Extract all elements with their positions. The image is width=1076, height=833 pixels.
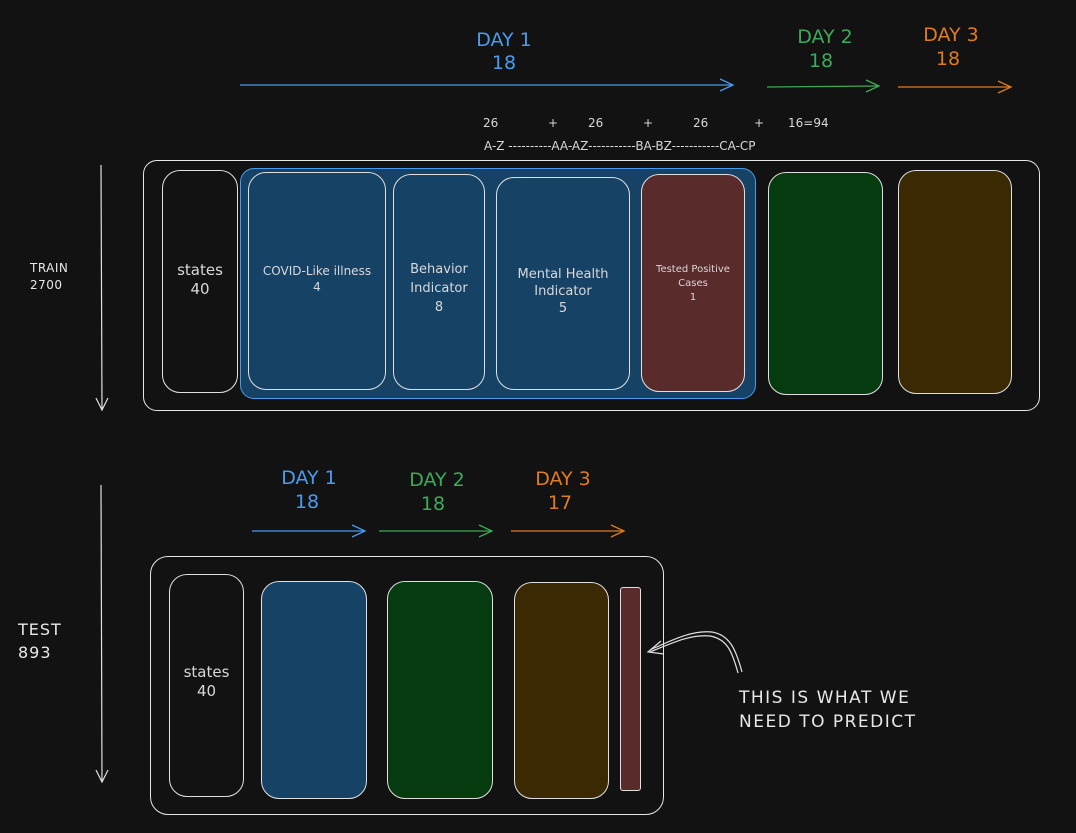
- mental-count: 5: [558, 301, 568, 316]
- test-day2-count: 18: [420, 493, 446, 515]
- column-ranges: A-Z ----------AA-AZ-----------BA-BZ-----…: [484, 139, 756, 153]
- predict-annotation-line1: THIS IS WHAT WE: [739, 688, 911, 708]
- train-day1-count: 18: [491, 52, 517, 74]
- mental-health-box: Mental Health Indicator 5: [496, 177, 630, 390]
- test-states-count: 40: [196, 682, 217, 700]
- train-day2-box: [768, 172, 883, 395]
- test-day1-label: DAY 1: [281, 467, 337, 489]
- test-states-label: states: [183, 663, 230, 681]
- test-label: TEST 893: [18, 618, 62, 664]
- col-plus-3: +: [754, 116, 765, 130]
- predict-annotation-line2: NEED TO PREDICT: [739, 712, 917, 732]
- train-row-count: 2700: [30, 278, 63, 292]
- test-day1-box: [261, 581, 367, 799]
- train-day3-box: [898, 170, 1012, 394]
- behavior-indicator-box: Behavior Indicator 8: [393, 174, 485, 390]
- col-count-3: 26: [693, 116, 709, 130]
- train-day2-count: 18: [808, 50, 834, 72]
- behavior-label-1: Behavior: [410, 262, 468, 277]
- test-down-arrow: [95, 484, 109, 784]
- covid-illness-label: COVID-Like illness: [262, 264, 372, 278]
- col-count-2: 26: [588, 116, 604, 130]
- train-down-arrow: [95, 164, 109, 412]
- train-states-label: states: [177, 261, 223, 279]
- tested-label-1: Tested Positive: [656, 264, 730, 275]
- train-label-text: TRAIN: [30, 261, 69, 275]
- train-states-box: states 40: [162, 170, 238, 393]
- train-day2-label: DAY 2: [797, 26, 853, 48]
- covid-illness-count: 4: [313, 280, 321, 294]
- prediction-target-box: [620, 587, 641, 791]
- tested-positive-box: Tested Positive Cases 1: [641, 174, 745, 392]
- col-plus-1: +: [548, 116, 559, 130]
- test-day3-arrow: [511, 524, 626, 538]
- covid-illness-box: COVID-Like illness 4: [248, 172, 386, 390]
- test-label-text: TEST: [18, 620, 62, 639]
- test-day3-box: [514, 582, 609, 799]
- mental-label-1: Mental Health: [517, 267, 609, 282]
- train-day3-arrow: [898, 80, 1013, 94]
- train-day1-label: DAY 1: [476, 29, 532, 51]
- train-frame: [143, 160, 1040, 411]
- test-day2-label: DAY 2: [409, 469, 465, 491]
- test-frame: [150, 556, 664, 815]
- predict-pointer-arrow: [646, 631, 743, 674]
- tested-count: 1: [689, 292, 697, 303]
- behavior-count: 8: [434, 300, 444, 315]
- test-day3-count: 17: [547, 492, 573, 514]
- train-day2-arrow: [766, 79, 881, 93]
- train-day3-label: DAY 3: [923, 24, 979, 46]
- test-states-box: states 40: [169, 574, 244, 797]
- test-day2-arrow: [379, 524, 494, 538]
- train-states-count: 40: [190, 280, 210, 298]
- train-day1-arrow: [240, 78, 735, 92]
- col-plus-2: +: [643, 116, 654, 130]
- test-day1-arrow: [252, 524, 367, 538]
- train-day3-count: 18: [935, 48, 961, 70]
- tested-label-2: Cases: [678, 278, 708, 289]
- predict-annotation: THIS IS WHAT WE NEED TO PREDICT: [739, 686, 917, 734]
- test-row-count: 893: [18, 643, 52, 662]
- test-day1-count: 18: [294, 491, 320, 513]
- col-count-1: 26: [483, 116, 499, 130]
- test-day2-box: [387, 581, 493, 799]
- mental-label-2: Indicator: [534, 284, 592, 299]
- test-day3-label: DAY 3: [535, 468, 591, 490]
- col-count-total: 16=94: [788, 116, 829, 130]
- behavior-label-2: Indicator: [410, 281, 468, 296]
- train-label: TRAIN 2700: [30, 260, 68, 294]
